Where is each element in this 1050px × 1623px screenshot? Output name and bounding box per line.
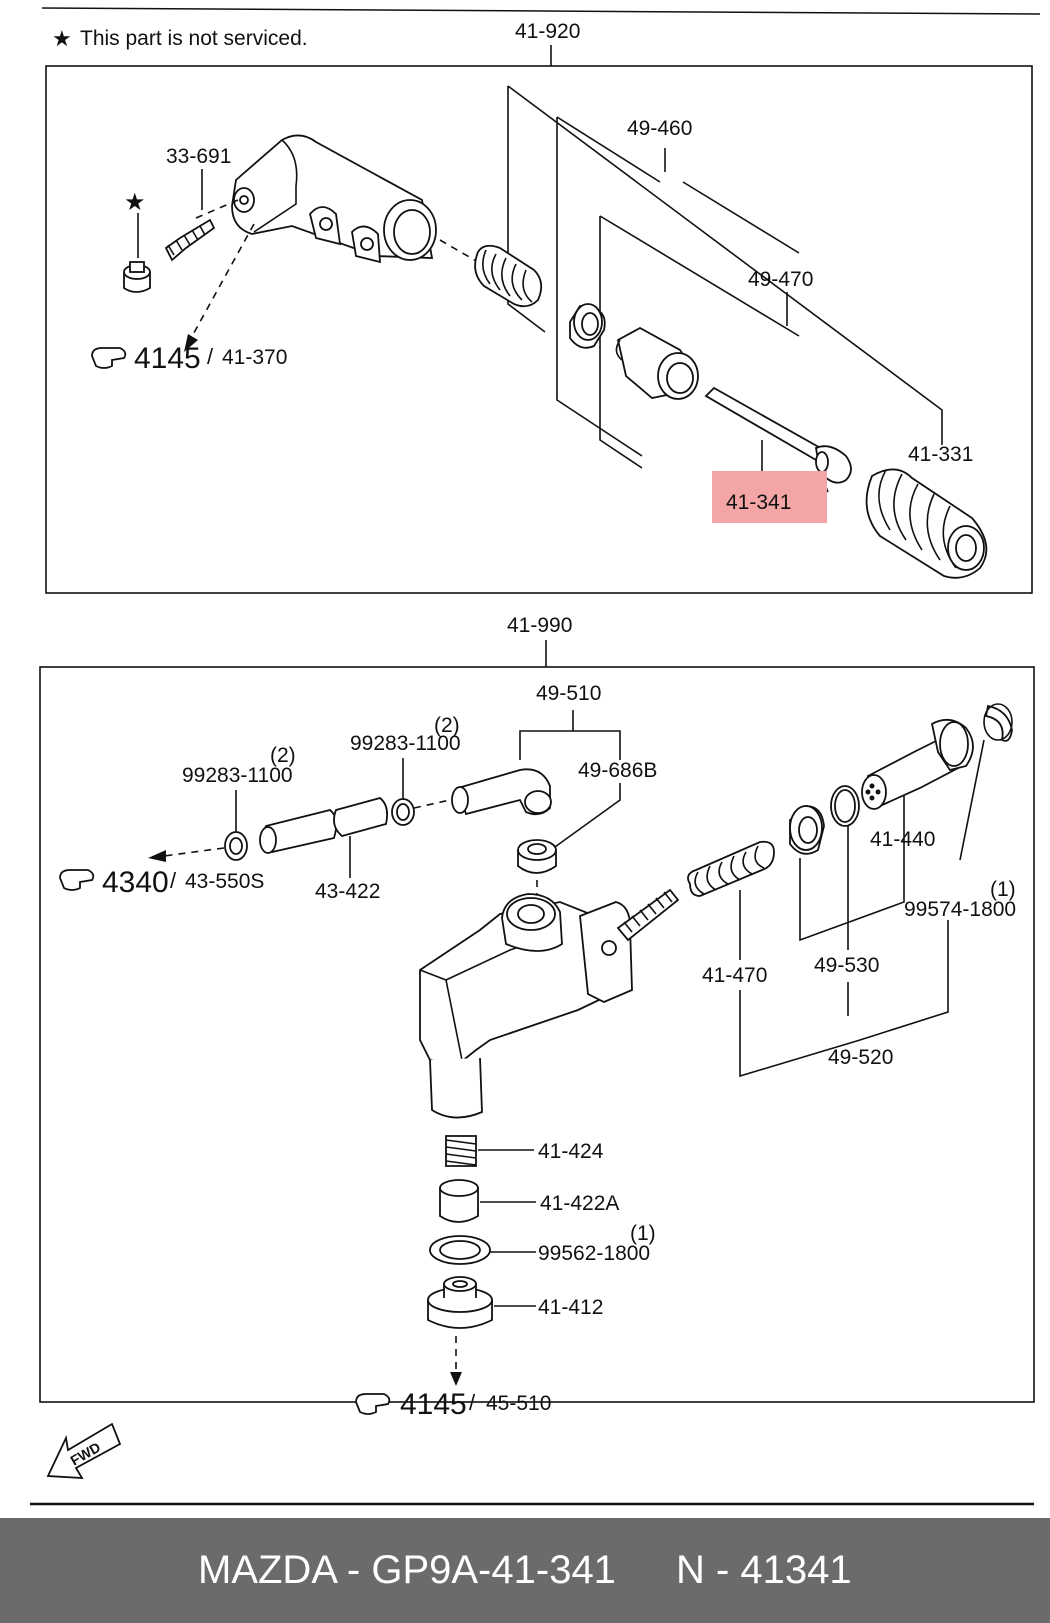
- ref-43-550s[interactable]: 43-550S: [185, 870, 264, 893]
- svg-text:/: /: [170, 868, 177, 893]
- label-41-470: 41-470: [702, 964, 767, 987]
- label-49-530: 49-530: [814, 954, 879, 977]
- ref-41-370[interactable]: 41-370: [222, 346, 287, 369]
- bleeder-cap: [123, 261, 151, 293]
- large-boot: [865, 468, 988, 579]
- svg-text:/: /: [469, 1390, 476, 1415]
- label-41-424: 41-424: [538, 1140, 604, 1163]
- label-41-920: 41-920: [515, 20, 580, 43]
- qty-99562: (1): [630, 1222, 656, 1245]
- label-49-686b: 49-686B: [578, 759, 657, 782]
- pointing-hand-icon: [91, 347, 127, 369]
- return-spring: [687, 840, 775, 897]
- upper-panel: 41-920 49-460 49-470 33-691 ★: [45, 20, 1033, 594]
- ref-45-510[interactable]: 45-510: [486, 1392, 551, 1415]
- label-41-331: 41-331: [908, 443, 973, 466]
- small-boot: [474, 244, 543, 308]
- bleeder-screw: [164, 218, 216, 262]
- snap-ring: [983, 703, 1013, 742]
- residual-spring: [445, 1135, 477, 1167]
- fwd-arrow-icon: FWD: [46, 1422, 122, 1479]
- label-49-460: 49-460: [627, 117, 692, 140]
- label-49-510: 49-510: [536, 682, 601, 705]
- part-code: MAZDA - GP9A-41-341: [198, 1548, 616, 1592]
- label-43-422: 43-422: [315, 880, 380, 903]
- label-99562-1800: 99562-1800: [538, 1242, 650, 1265]
- o-ring: [830, 785, 860, 827]
- footer-bar: MAZDA - GP9A-41-341 N - 41341: [0, 1518, 1050, 1623]
- union-nut: [517, 839, 557, 874]
- pointing-hand-icon-2: [59, 869, 95, 891]
- label-33-691: 33-691: [166, 145, 231, 168]
- qty-clamp-b: (2): [434, 714, 460, 737]
- push-rod: [704, 386, 852, 484]
- slave-cylinder-body: [231, 134, 437, 264]
- lower-panel: 41-990 49-510 49-686B (2) 99283-1100 (2)…: [39, 614, 1035, 1421]
- not-serviced-note: This part is not serviced.: [80, 27, 308, 50]
- hose-clamp-right: [391, 798, 415, 826]
- label-49-470: 49-470: [748, 268, 813, 291]
- label-99574-1800: 99574-1800: [904, 898, 1016, 921]
- label-41-422a: 41-422A: [540, 1192, 619, 1215]
- elbow-fitting: [451, 768, 552, 816]
- parts-diagram: ★ This part is not serviced. 41-920 49-4…: [30, 7, 1041, 1506]
- master-cylinder-body: [419, 888, 680, 1119]
- part-number: N - 41341: [676, 1548, 852, 1592]
- label-41-341-highlighted: 41-341: [726, 491, 791, 514]
- ref-4145-upper[interactable]: 4145: [134, 342, 201, 375]
- ref-4340[interactable]: 4340: [102, 866, 169, 899]
- sealing-washer: [429, 1235, 491, 1265]
- hose: [259, 797, 389, 854]
- label-clamp-a: 99283-1100: [182, 764, 293, 787]
- piston: [615, 326, 699, 400]
- hose-clamp-left: [224, 831, 248, 861]
- piston-cup: [569, 303, 606, 349]
- label-41-440: 41-440: [870, 828, 935, 851]
- check-valve-sleeve: [439, 1179, 479, 1223]
- label-41-412: 41-412: [538, 1296, 603, 1319]
- qty-99574: (1): [990, 878, 1016, 901]
- star-icon: ★: [52, 26, 72, 51]
- master-piston: [861, 718, 974, 810]
- highlight-box: [712, 471, 827, 523]
- outlet-fitting: [427, 1276, 493, 1329]
- label-clamp-b: 99283-1100: [350, 732, 461, 755]
- label-41-990: 41-990: [507, 614, 572, 637]
- star-icon-upper: ★: [124, 189, 146, 216]
- ref-4145-lower[interactable]: 4145: [400, 1388, 467, 1421]
- label-49-520: 49-520: [828, 1046, 893, 1069]
- secondary-cup: [789, 805, 825, 855]
- svg-text:/: /: [207, 344, 214, 369]
- pointing-hand-icon-3: [355, 1393, 391, 1415]
- qty-clamp-a: (2): [270, 744, 296, 767]
